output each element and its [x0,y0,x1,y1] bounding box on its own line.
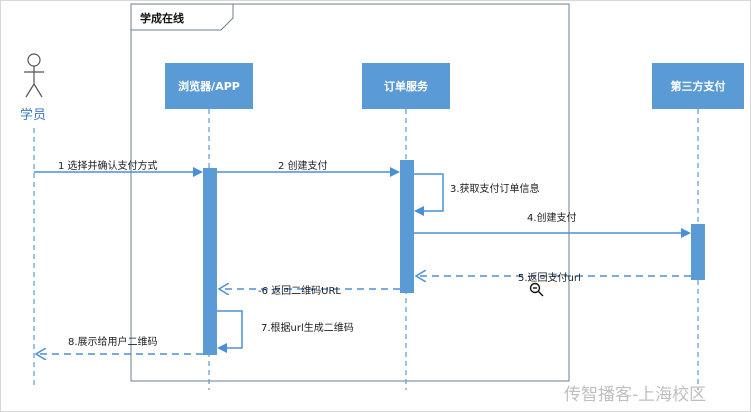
activation-browser [203,168,217,355]
group-label: 学成在线 [140,11,184,25]
message-7-arrow [217,310,243,353]
actor-label: 学员 [20,107,46,123]
message-3-label: 3.获取支付订单信息 [450,182,540,195]
message-8-label: 8.展示给用户二维码 [68,335,158,348]
activation-order [400,160,414,293]
participant-order-label: 订单服务 [384,79,429,93]
participant-browser-label: 浏览器/APP [178,79,240,93]
watermark-text: 传智播客-上海校区 [564,385,706,405]
participant-third-label: 第三方支付 [671,79,726,93]
activation-third [691,224,705,280]
message-6-label: -6 返回二维码URL [258,284,341,297]
message-3-arrow [414,173,444,216]
message-1-label: 1 选择并确认支付方式 [58,159,158,172]
stick-figure-icon [24,53,44,98]
magnifier-icon [529,282,544,297]
message-4-label: 4.创建支付 [527,211,577,224]
message-2-label: 2 创建支付 [278,159,328,172]
message-5-label: 5.返回支付url [518,271,581,284]
message-7-label: 7.根据url生成二维码 [261,321,354,334]
